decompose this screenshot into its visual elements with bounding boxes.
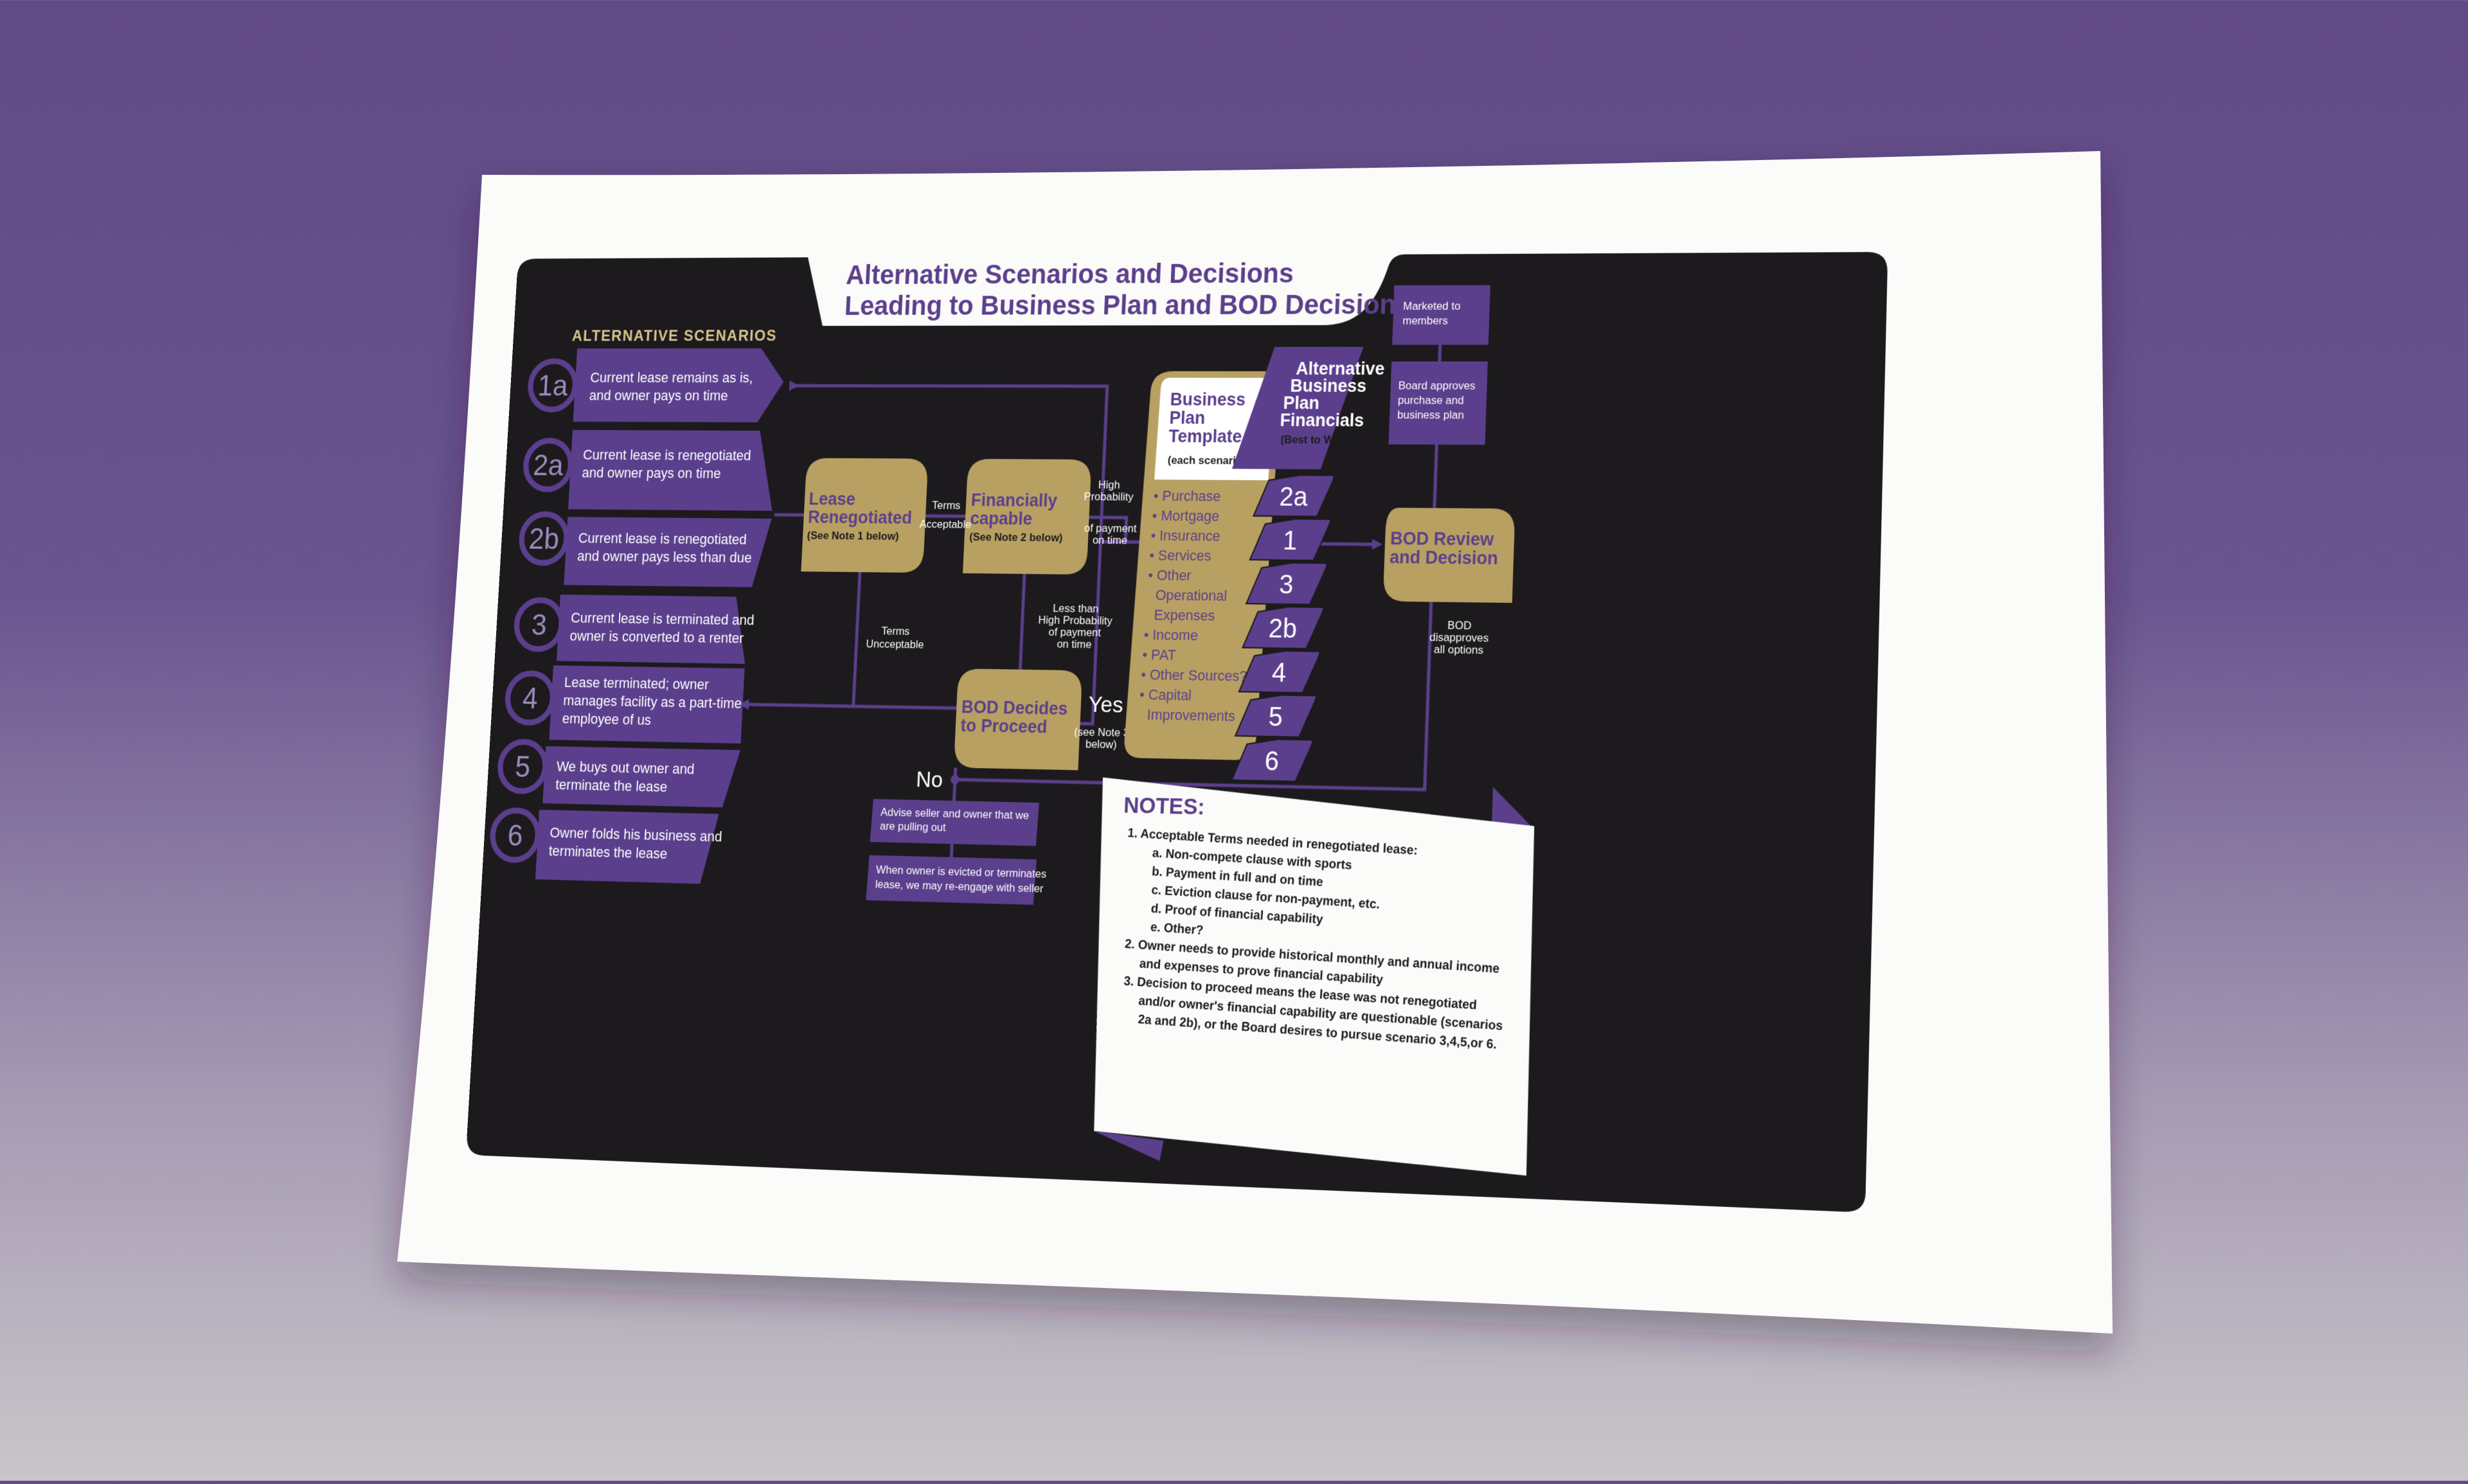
template-title: Business	[1170, 389, 1246, 409]
edge-label: Less than	[1053, 603, 1099, 616]
outcome-text: purchase and	[1398, 395, 1464, 407]
financials-title: Financials	[1280, 411, 1364, 431]
edge-label: Terms	[932, 500, 961, 512]
outcome-text: Board approves	[1398, 380, 1475, 392]
decision-title: to Proceed	[960, 716, 1048, 737]
decision-title: BOD Review	[1390, 529, 1495, 550]
advise-seller-box: Advise seller and owner that we are pull…	[870, 799, 1039, 846]
scenario-text: Current lease is terminated and	[571, 610, 755, 629]
marketed-box: Marketed to members	[1392, 285, 1490, 345]
edge-label: BOD	[1447, 620, 1472, 632]
template-item: • Income	[1143, 627, 1198, 644]
scenario-text: We buys out owner and	[556, 758, 695, 778]
template-item: Expenses	[1154, 607, 1215, 624]
decision-note: (See Note 2 below)	[969, 532, 1063, 544]
scenario-number: 2b	[528, 523, 560, 556]
title-line-2: Leading to Business Plan and BOD Decisio…	[844, 290, 1397, 321]
decision-title: capable	[970, 509, 1033, 529]
notes-panel: NOTES: 1. Acceptable Terms needed in ren…	[1087, 778, 1539, 1176]
bod-review-decision: BOD Review and Decision	[1383, 508, 1516, 603]
template-item: • Purchase	[1153, 488, 1221, 505]
scenario-text: terminate the lease	[555, 776, 668, 795]
board-approves-box: Board approves purchase and business pla…	[1388, 361, 1487, 445]
scenario-text: owner is converted to a renter	[569, 628, 744, 647]
decision-title: Renegotiated	[807, 508, 912, 528]
edge-label: on time	[1092, 535, 1127, 547]
template-item: Improvements	[1147, 706, 1235, 724]
template-item: • Mortgage	[1152, 508, 1219, 524]
notes-heading: NOTES:	[1123, 792, 1206, 819]
line-lease-to-fin	[926, 516, 965, 517]
template-item: • Capital	[1140, 686, 1192, 704]
rank-label: 5	[1268, 701, 1283, 731]
edge-label: disapproves	[1429, 632, 1489, 645]
decision-title: and Decision	[1390, 548, 1499, 569]
scenario-text: and owner pays on time	[582, 465, 721, 481]
rank-label: 6	[1264, 746, 1280, 776]
edge-label: below)	[1085, 738, 1117, 751]
scenario-text: employee of us	[562, 711, 652, 729]
bod-proceed-decision: BOD Decides to Proceed	[954, 668, 1082, 770]
yes-label: Yes	[1088, 691, 1124, 717]
template-item: • Other Sources?	[1141, 666, 1247, 684]
outcome-text: Marketed to	[1403, 300, 1461, 312]
outcome-text: members	[1402, 315, 1448, 327]
rank-label: 3	[1279, 569, 1294, 599]
edge-label: (see Note 3	[1074, 726, 1130, 740]
scenario-text: and owner pays on time	[589, 388, 728, 404]
scenario-number: 2a	[532, 449, 564, 482]
reengage-box: When owner is evicted or terminates leas…	[866, 855, 1047, 906]
diagram-svg: Alternative Scenarios and Decisions Lead…	[465, 239, 2026, 1241]
financially-capable-decision: Financially capable (See Note 2 below)	[963, 459, 1091, 575]
template-title: Plan	[1169, 408, 1206, 428]
edge-label: of payment	[1048, 627, 1102, 639]
scenario-number: 1a	[537, 370, 569, 402]
edge-label: Probability	[1084, 491, 1134, 503]
decision-title: Financially	[970, 490, 1057, 511]
template-title: Template	[1168, 427, 1242, 447]
scenario-number: 6	[506, 819, 524, 853]
template-item: Operational	[1155, 587, 1227, 604]
edge-label: on time	[1057, 638, 1092, 651]
template-item: • PAT	[1142, 647, 1177, 663]
lease-renegotiated-decision: Lease Renegotiated (See Note 1 below)	[801, 458, 928, 573]
edge-label: all options	[1434, 644, 1484, 657]
rank-label: 1	[1282, 525, 1298, 555]
rank-label: 2a	[1279, 481, 1309, 512]
diagram-poster: Alternative Scenarios and Decisions Lead…	[465, 239, 2026, 1241]
template-item: • Insurance	[1150, 528, 1221, 544]
scenario-number: 4	[522, 682, 539, 715]
edge-label: Acceptable	[919, 519, 971, 531]
scenario-number: 5	[514, 750, 532, 783]
scenario-text: Lease terminated; owner	[564, 674, 709, 693]
scenario-number: 3	[531, 609, 548, 642]
edge-label: High Probability	[1038, 614, 1113, 627]
scenario-text: Current lease is renegotiated	[578, 530, 747, 548]
scenario-text: manages facility as a part-time	[563, 693, 742, 712]
scenario-text: terminates the lease	[548, 843, 668, 863]
no-label: No	[915, 766, 943, 792]
edge-label: Uncceptable	[866, 638, 924, 651]
rank-label: 2b	[1268, 613, 1298, 643]
scenario-text: Current lease is renegotiated	[582, 447, 751, 464]
template-item: • Other	[1148, 567, 1192, 584]
outcome-text: are pulling out	[880, 820, 947, 834]
decision-note: (See Note 1 below)	[807, 530, 899, 543]
alternative-scenarios-label: ALTERNATIVE SCENARIOS	[571, 327, 777, 344]
scenario-text: Current lease remains as is,	[590, 370, 753, 386]
scenario-text: and owner pays less than due	[577, 548, 753, 566]
edge-label: Terms	[881, 625, 910, 638]
template-item: • Services	[1149, 548, 1212, 564]
financials-subtitle: (Best to Worst)	[1280, 434, 1358, 446]
edge-label: of payment	[1084, 523, 1138, 535]
decision-title: Lease	[809, 489, 856, 509]
rank-label: 4	[1271, 657, 1287, 687]
edge-label: High	[1098, 479, 1120, 492]
title-line-1: Alternative Scenarios and Decisions	[845, 258, 1294, 290]
outcome-text: business plan	[1397, 409, 1464, 422]
